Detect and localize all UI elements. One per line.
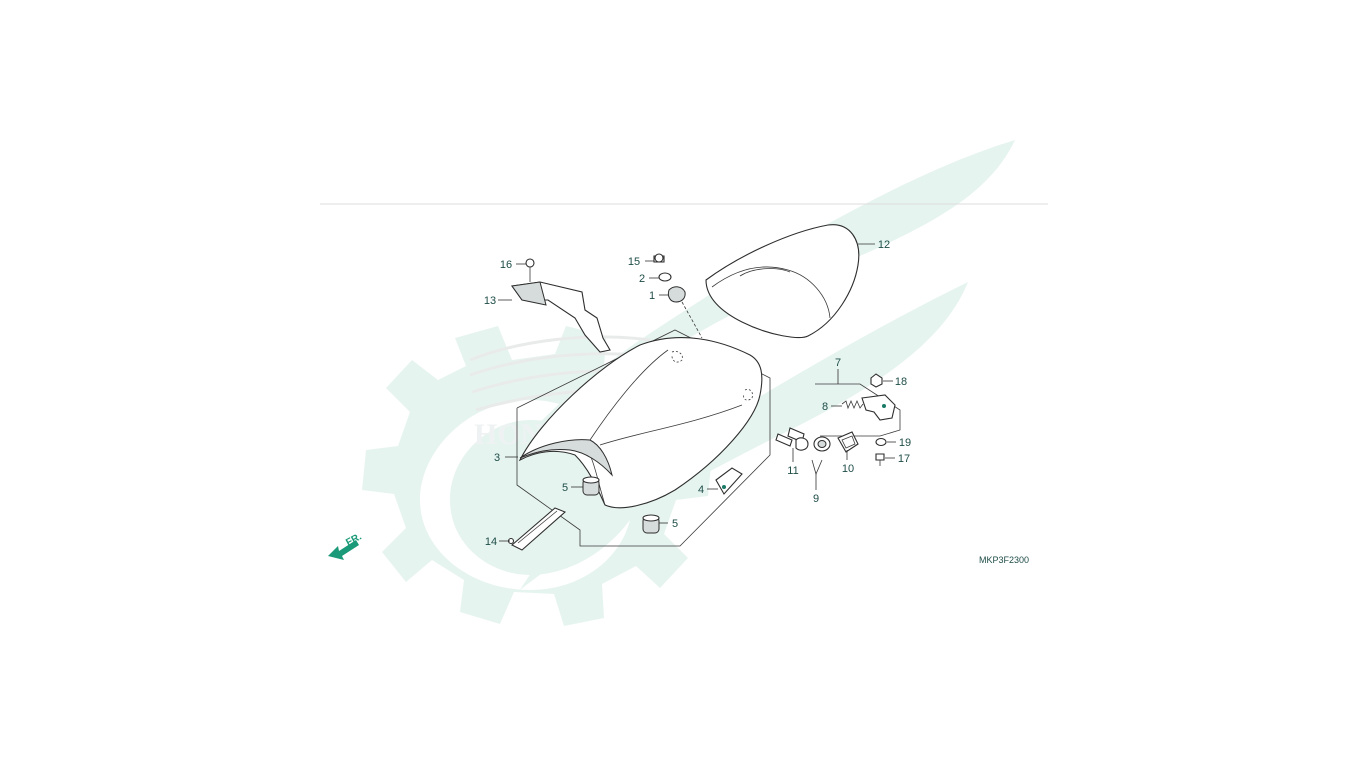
bolt-17 (875, 453, 885, 466)
diagram-code: MKP3F2300 (979, 555, 1029, 565)
callout-4: 4 (698, 484, 704, 496)
bolt-16 (525, 258, 535, 282)
plate-10 (837, 431, 859, 453)
front-arrow-icon (328, 540, 359, 560)
seat-pad-4 (715, 467, 743, 495)
callout-13: 13 (484, 295, 496, 307)
fastener-stack (653, 253, 703, 339)
callout-labels: 1 2 3 4 5 5 7 8 9 10 11 12 13 14 15 16 1… (484, 239, 911, 548)
callout-9: 9 (813, 493, 819, 505)
callout-18: 18 (895, 376, 907, 388)
callout-14: 14 (485, 536, 497, 548)
callout-19: 19 (899, 437, 911, 449)
lock-group-frame (815, 383, 901, 437)
spring-8 (841, 399, 864, 410)
rubber-cushion-right (642, 514, 660, 534)
callout-1: 1 (649, 290, 655, 302)
lock-cylinder-body (813, 436, 831, 452)
watermark-leaf-top (470, 140, 1015, 520)
callout-8: 8 (822, 401, 828, 413)
front-direction-indicator: FR. (328, 531, 364, 560)
callout-5-right: 5 (672, 518, 678, 530)
callout-10: 10 (842, 463, 854, 475)
callout-2: 2 (639, 273, 645, 285)
callout-leaders (498, 243, 896, 542)
callout-17: 17 (898, 453, 910, 465)
callout-3: 3 (494, 452, 500, 464)
front-direction-label: FR. (344, 531, 364, 548)
key-cylinder-11 (775, 427, 809, 451)
rubber-cushion-left (582, 476, 600, 496)
callout-11: 11 (787, 465, 798, 477)
side-cover-bracket (511, 281, 611, 353)
callout-12: 12 (878, 239, 890, 251)
callout-5-left: 5 (562, 482, 568, 494)
callout-15: 15 (628, 256, 640, 268)
washer-19 (875, 437, 887, 447)
rear-seat-cowl (705, 224, 860, 339)
seat-strap-14 (507, 507, 567, 551)
callout-16: 16 (500, 259, 512, 271)
callout-7: 7 (835, 357, 841, 369)
lock-bracket (861, 394, 896, 421)
clip-9 (811, 459, 823, 476)
nut-18 (870, 373, 883, 388)
main-seat (518, 337, 763, 509)
